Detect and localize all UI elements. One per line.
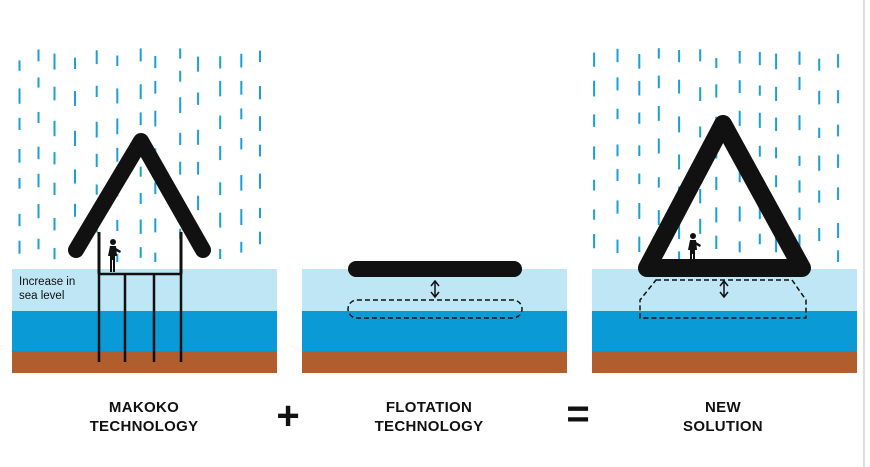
caption-flotation: FLOTATION TECHNOLOGY <box>364 398 494 436</box>
panel-makoko <box>12 48 277 373</box>
triangle-house <box>638 115 811 277</box>
person-silhouette-icon-2 <box>688 233 701 262</box>
double-arrow-icon-2 <box>719 279 729 299</box>
annotation-line-1: Increase in <box>19 276 76 288</box>
caption-new-solution: NEW SOLUTION <box>658 398 788 436</box>
panel-flotation <box>302 261 567 373</box>
platform-ghost-outline <box>347 299 523 319</box>
deep-water-flotation <box>302 311 567 351</box>
deep-water-makoko <box>12 311 277 351</box>
house-roof <box>68 133 211 258</box>
soil-flotation <box>302 351 567 373</box>
double-arrow-icon <box>430 279 440 299</box>
sea-level-annotation: Increase in sea level <box>19 275 75 303</box>
page-edge-divider <box>863 0 865 467</box>
panel-new-solution <box>592 48 857 373</box>
light-water-makoko <box>12 269 277 311</box>
soil-makoko <box>12 351 277 373</box>
caption-makoko: MAKOKO TECHNOLOGY <box>79 398 209 436</box>
trapezoid-ghost-outline <box>639 279 807 319</box>
caption-new-line-2: SOLUTION <box>683 418 763 435</box>
house-frame <box>97 232 183 274</box>
caption-makoko-line-2: TECHNOLOGY <box>89 418 199 435</box>
annotation-line-2: sea level <box>19 290 65 302</box>
caption-flotation-line-2: TECHNOLOGY <box>374 418 484 435</box>
floating-platform <box>348 261 522 277</box>
caption-new-line-1: NEW <box>705 399 741 416</box>
caption-makoko-line-1: MAKOKO <box>108 399 180 416</box>
plus-operator: + <box>276 394 300 438</box>
equals-operator: = <box>566 392 590 436</box>
deep-water-new <box>592 311 857 351</box>
soil-new <box>592 351 857 373</box>
person-silhouette-icon <box>108 239 121 272</box>
caption-flotation-line-1: FLOTATION <box>385 399 473 416</box>
